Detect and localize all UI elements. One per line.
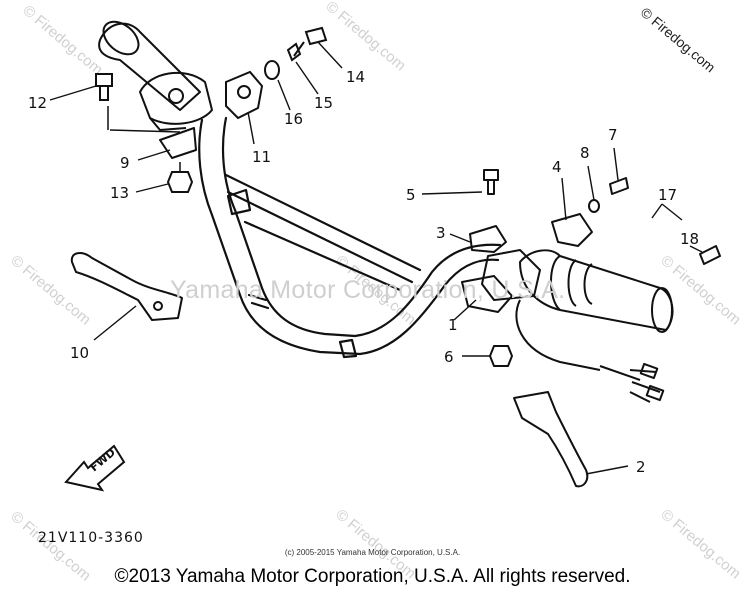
left-bracket-hardware <box>225 26 328 120</box>
callout-4: 4 <box>552 158 562 176</box>
callout-numbers: 1 2 3 4 5 6 7 8 9 10 11 12 13 14 15 16 1… <box>28 68 699 476</box>
callout-2: 2 <box>636 458 646 476</box>
leader-lines <box>49 41 703 475</box>
left-grip-assembly <box>98 20 213 159</box>
watermark-text: © Firedog.com <box>322 0 408 74</box>
copyright-notice: ©2013 Yamaha Motor Corporation, U.S.A. A… <box>114 566 631 587</box>
part-code: 21V110-3360 <box>38 530 144 546</box>
callout-17: 17 <box>658 186 677 204</box>
callout-11: 11 <box>252 148 271 166</box>
callout-12: 12 <box>28 94 47 112</box>
clutch-lever <box>70 252 183 321</box>
small-copyright: (c) 2005-2015 Yamaha Motor Corporation, … <box>284 548 461 557</box>
bolt-and-nut <box>95 73 194 193</box>
handlebar <box>198 116 502 359</box>
callout-8: 8 <box>580 144 590 162</box>
callout-13: 13 <box>110 184 129 202</box>
brake-lever <box>513 391 589 488</box>
callout-15: 15 <box>314 94 333 112</box>
center-watermark: Yamaha Motor Corporation, U.S.A. <box>170 276 566 304</box>
callout-7: 7 <box>608 126 618 144</box>
callout-9: 9 <box>120 154 130 172</box>
right-grip-assembly <box>461 169 721 403</box>
watermark-text: © Firedog.com <box>657 252 743 328</box>
callout-6: 6 <box>444 348 454 366</box>
watermark-text: © Firedog.com <box>19 2 105 78</box>
callout-10: 10 <box>70 344 89 362</box>
watermark-text: © Firedog.com <box>7 252 93 328</box>
callout-18: 18 <box>680 230 699 248</box>
callout-5: 5 <box>406 186 416 204</box>
callout-16: 16 <box>284 110 303 128</box>
fwd-arrow: FWD <box>64 444 126 492</box>
callout-1: 1 <box>448 316 458 334</box>
callout-14: 14 <box>346 68 365 86</box>
callout-3: 3 <box>436 224 446 242</box>
